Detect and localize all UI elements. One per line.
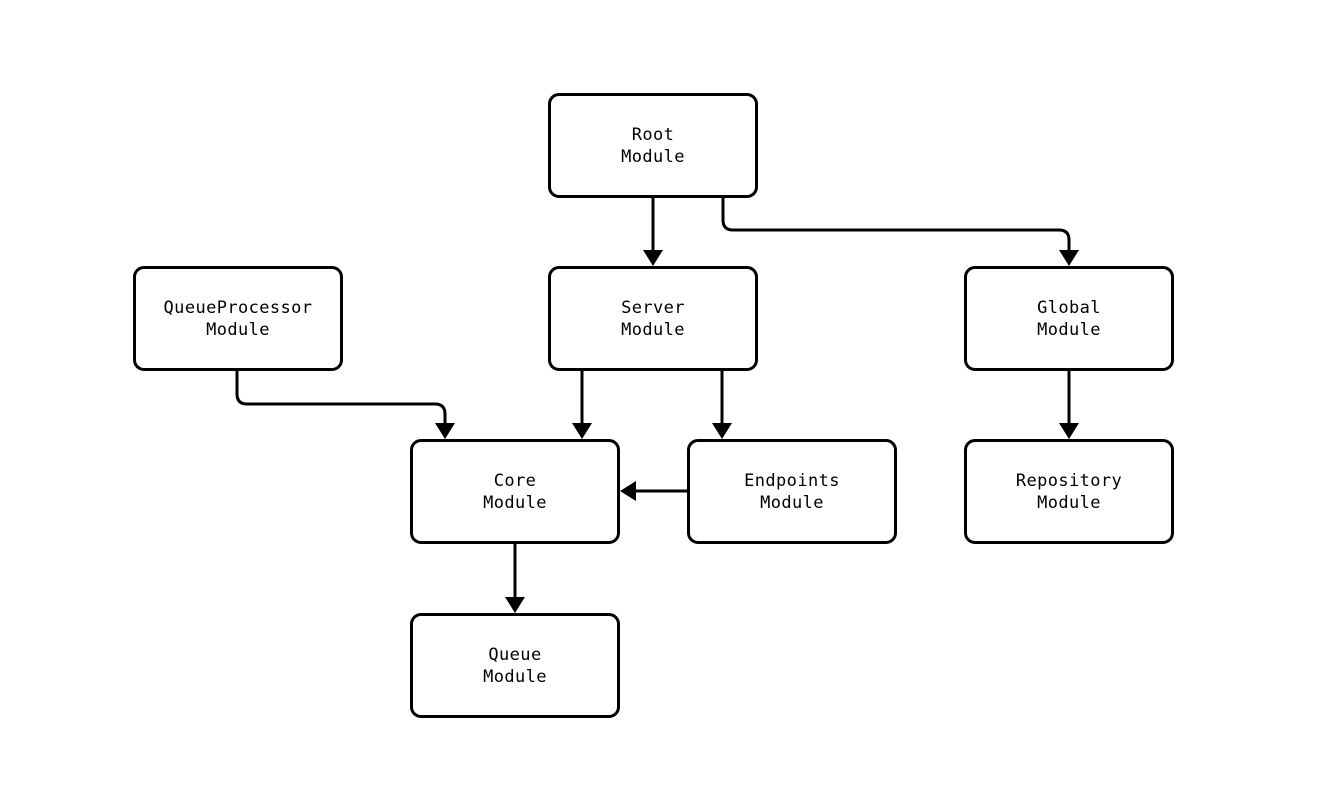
node-label-root: Root Module: [621, 124, 685, 167]
edge-server-to-endpoints: [712, 371, 732, 439]
edge-root-to-global: [721, 198, 1079, 266]
node-label-repository: Repository Module: [1015, 470, 1123, 513]
arrowhead-icon: [712, 423, 732, 439]
node-label-queue: Queue Module: [483, 644, 547, 687]
edge-line: [235, 371, 447, 423]
node-repository[interactable]: Repository Module: [964, 439, 1174, 544]
node-root[interactable]: Root Module: [548, 93, 758, 198]
edge-queueprocessor-to-core: [235, 371, 455, 439]
arrowhead-icon: [620, 481, 636, 501]
node-queueprocessor[interactable]: QueueProcessor Module: [133, 266, 343, 371]
node-server[interactable]: Server Module: [548, 266, 758, 371]
arrowhead-icon: [643, 250, 663, 266]
node-label-endpoints: Endpoints Module: [744, 470, 840, 513]
arrowhead-icon: [1059, 250, 1079, 266]
arrowhead-icon: [505, 597, 525, 613]
edge-endpoints-to-core: [620, 481, 687, 501]
edge-global-to-repository: [1059, 371, 1079, 439]
edge-server-to-core: [572, 371, 592, 439]
node-label-server: Server Module: [621, 297, 685, 340]
node-label-queueprocessor: QueueProcessor Module: [163, 297, 313, 340]
edge-core-to-queue: [505, 544, 525, 613]
arrowhead-icon: [435, 423, 455, 439]
arrowhead-icon: [1059, 423, 1079, 439]
node-label-global: Global Module: [1037, 297, 1101, 340]
arrowhead-icon: [572, 423, 592, 439]
edge-line: [721, 198, 1071, 250]
node-core[interactable]: Core Module: [410, 439, 620, 544]
edge-root-to-server: [643, 198, 663, 266]
node-global[interactable]: Global Module: [964, 266, 1174, 371]
node-endpoints[interactable]: Endpoints Module: [687, 439, 897, 544]
node-label-core: Core Module: [483, 470, 547, 513]
node-queue[interactable]: Queue Module: [410, 613, 620, 718]
